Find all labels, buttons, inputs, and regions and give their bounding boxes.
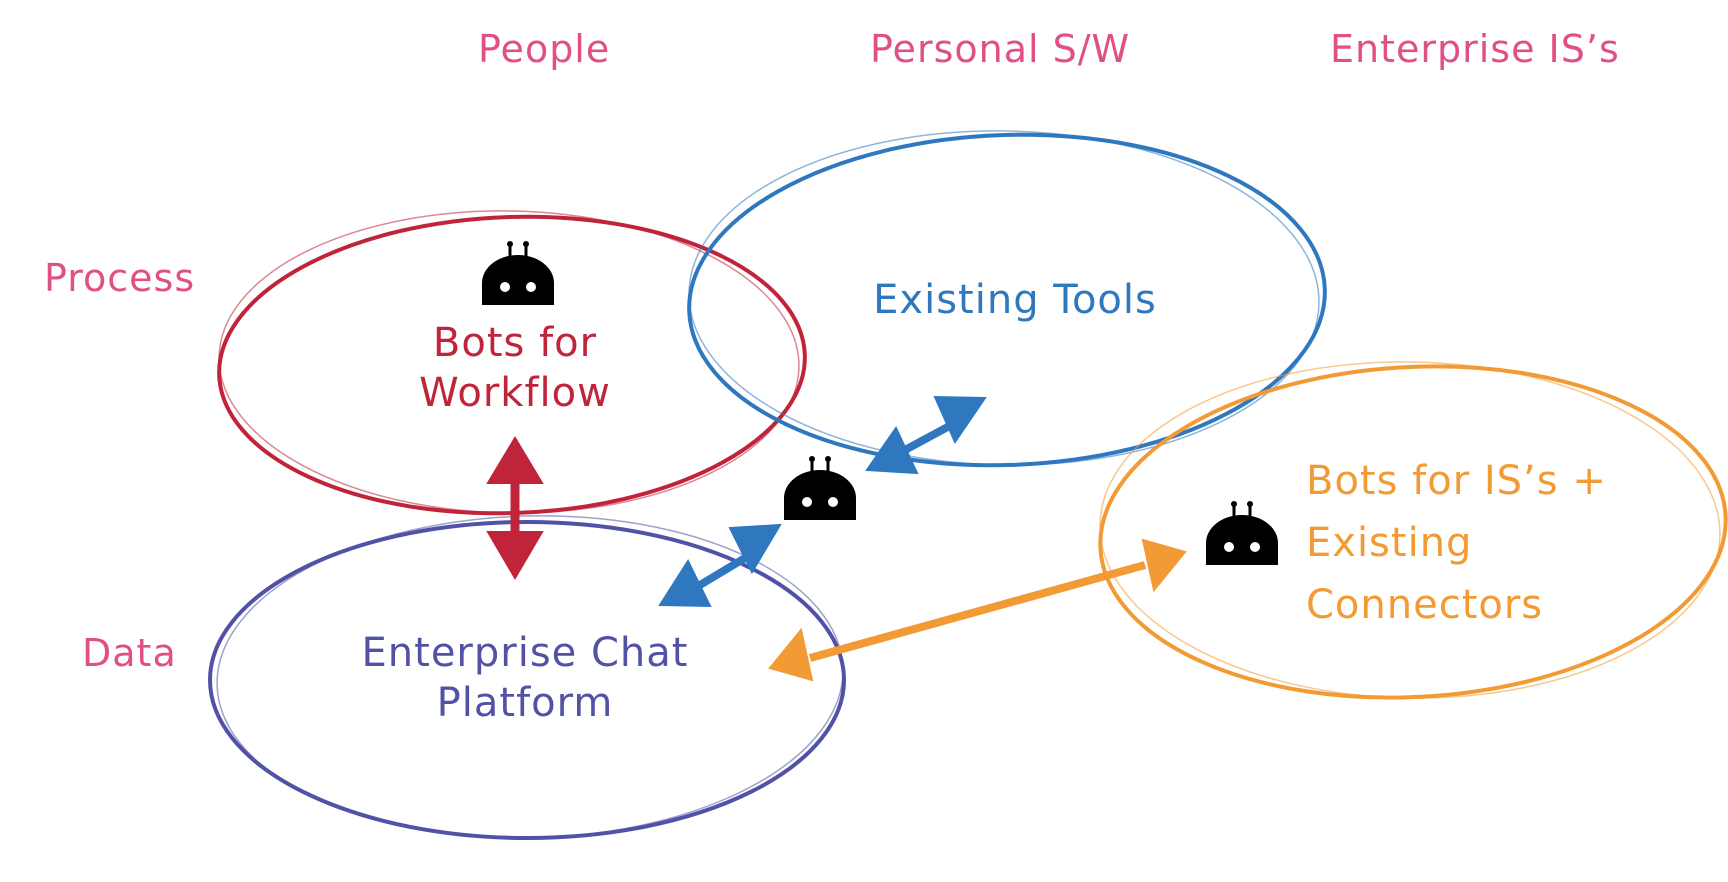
workflow-bots-line1: Bots for	[432, 320, 598, 366]
robot-icon	[480, 239, 556, 307]
existing-tools-ellipse	[687, 130, 1327, 468]
workflow-chat-arrow	[486, 436, 544, 580]
chat-platform-line1: Enterprise Chat	[361, 630, 689, 676]
is-bots-label: Bots for IS’s + Existing Connectors	[1306, 450, 1607, 636]
row-header-data: Data	[82, 631, 177, 675]
workflow-bots-line2: Workflow	[419, 370, 611, 416]
column-header-people: People	[478, 27, 611, 71]
column-header-personal-sw: Personal S/W	[870, 27, 1131, 71]
chat-platform-label: Enterprise Chat Platform	[320, 628, 730, 728]
workflow-bots-label: Bots for Workflow	[380, 318, 650, 418]
robot-tools-arrow	[865, 395, 987, 475]
is-chat-arrow	[768, 538, 1187, 682]
chat-platform-ellipse	[208, 515, 846, 840]
robot-icon	[782, 454, 858, 522]
column-header-enterprise-is: Enterprise IS’s	[1330, 27, 1620, 71]
is-bots-ellipse	[1098, 361, 1728, 700]
robot-icon	[1204, 499, 1280, 567]
is-bots-line3: Connectors	[1306, 582, 1544, 628]
is-bots-line1: Bots for IS’s +	[1306, 458, 1607, 504]
existing-tools-line1: Existing Tools	[873, 277, 1157, 323]
robot-chat-arrow	[658, 523, 782, 608]
is-bots-line2: Existing	[1306, 520, 1473, 566]
existing-tools-label: Existing Tools	[835, 275, 1195, 325]
row-header-process: Process	[44, 256, 196, 300]
chat-platform-line2: Platform	[436, 680, 614, 726]
